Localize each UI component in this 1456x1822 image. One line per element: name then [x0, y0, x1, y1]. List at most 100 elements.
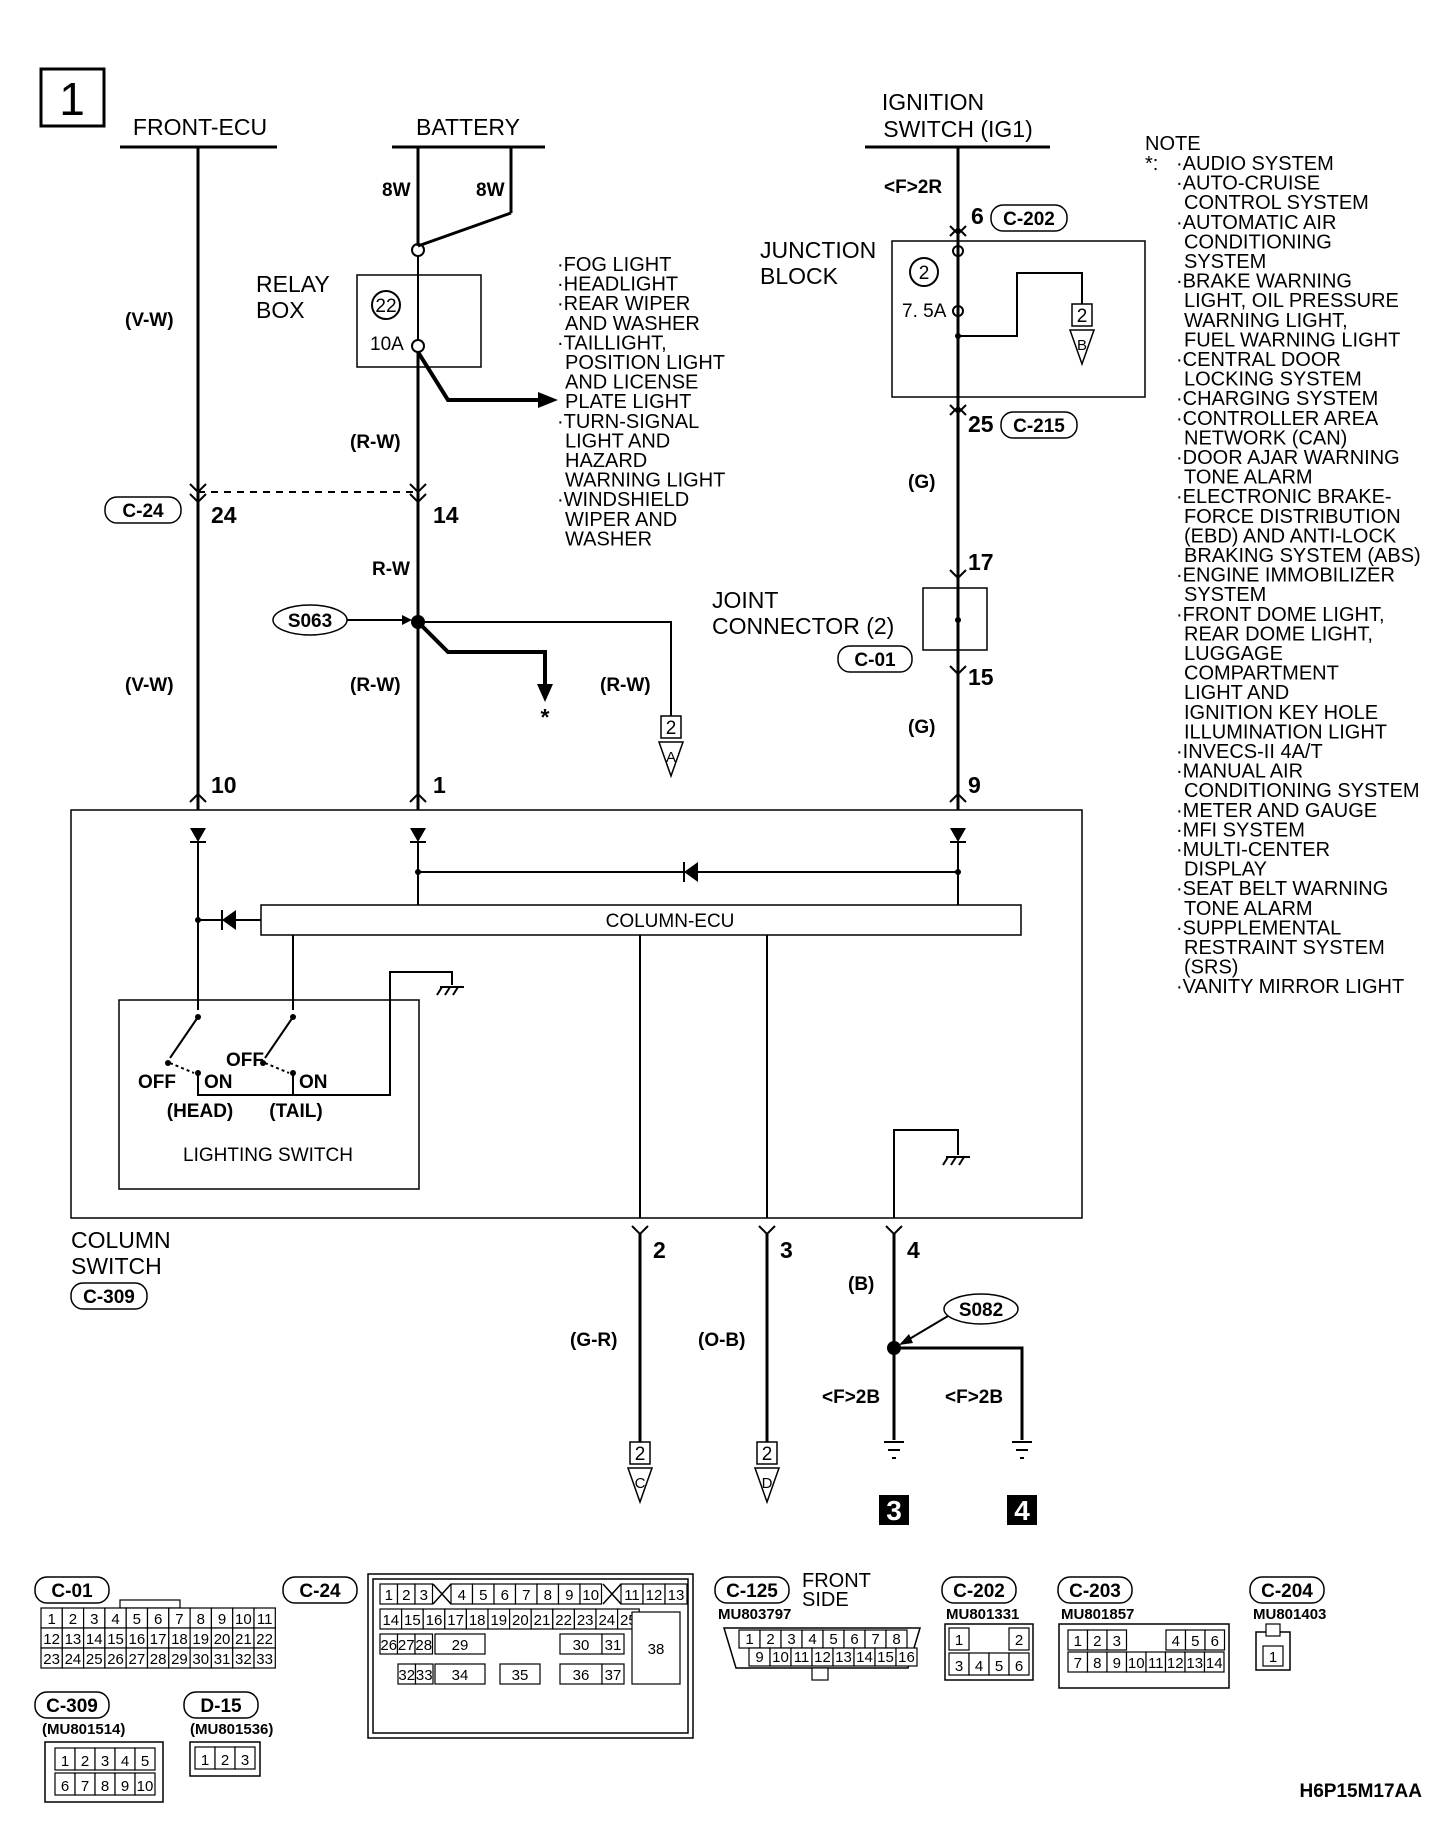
connector-c309-pin — [134, 1772, 156, 1796]
front-ecu-wire-color-lower: (V-W) — [125, 675, 174, 696]
relay-load-line: WASHER — [565, 528, 652, 550]
connector-c125-pin-label: 15 — [877, 1649, 894, 1666]
connector-c202-pin-label: 6 — [1015, 1658, 1023, 1675]
note-item: LIGHT, OIL PRESSURE — [1184, 290, 1399, 312]
connector-c203-pin-label: 2 — [1093, 1633, 1101, 1650]
junction-fuse-bottom-terminal — [952, 305, 964, 317]
connector-c202-pin-label: 3 — [955, 1658, 963, 1675]
note-item: TONE ALARM — [1184, 898, 1313, 920]
note-item: ·MANUAL AIR — [1176, 761, 1303, 783]
connector-c01-pin-label: 20 — [214, 1631, 231, 1648]
connector-c309-pin-label: 1 — [61, 1753, 69, 1770]
note-item: NETWORK (CAN) — [1184, 427, 1347, 449]
junction-fuse-number: 2 — [919, 263, 930, 284]
connector-d15-pin-label: 1 — [201, 1752, 209, 1769]
note-item: (EBD) AND ANTI-LOCK — [1184, 525, 1397, 547]
relay-fuse-number: 22 — [375, 296, 396, 317]
connector-c01-pin-label: 3 — [90, 1611, 98, 1628]
relay-load-line: WIPER AND — [565, 509, 677, 531]
ignition-wire-color: (G) — [908, 472, 935, 493]
note-item: WARNING LIGHT, — [1184, 310, 1348, 332]
tail-on-label: ON — [299, 1072, 328, 1093]
connector-c203-pin-label: 14 — [1206, 1655, 1223, 1672]
connector-c24-pin-label: 9 — [565, 1587, 573, 1604]
connector-c24-pin — [414, 1583, 434, 1605]
connector-c309-pin-label: 7 — [81, 1778, 89, 1795]
battery-wire-color-lower: (R-W) — [350, 675, 401, 696]
note-item: FUEL WARNING LIGHT — [1184, 329, 1400, 351]
connector-c24-pin-label: 6 — [501, 1587, 509, 1604]
relay-load-line: PLATE LIGHT — [565, 391, 691, 413]
connector-c203-pin-label: 3 — [1113, 1633, 1121, 1650]
connector-c309-pin-label: 6 — [61, 1778, 69, 1795]
connector-c01-pin-label: 11 — [257, 1611, 273, 1628]
connector-c309-tag: C-309 — [34, 1691, 110, 1719]
output-3-pin: 3 — [780, 1237, 793, 1263]
note-item: LIGHT AND — [1184, 682, 1289, 704]
connector-c203-pin-label: 5 — [1191, 1633, 1199, 1650]
connector-c203-shell — [1058, 1623, 1230, 1689]
output-2-connector-mark — [631, 1225, 649, 1236]
ground-connector-mark — [885, 1225, 903, 1236]
diode-battery — [410, 828, 426, 843]
connector-c125-pin — [895, 1647, 918, 1667]
connector-c01-pin-label: 10 — [235, 1611, 252, 1628]
connector-c01-pin-label: 13 — [65, 1631, 82, 1648]
note-item: IGNITION KEY HOLE — [1184, 702, 1378, 724]
joint-connector-tag: C-01 — [837, 645, 913, 673]
relay-load-line: ·HEADLIGHT — [557, 274, 678, 296]
connector-c24-pin-label: 23 — [577, 1612, 594, 1629]
svg-text:2: 2 — [635, 1444, 646, 1465]
svg-text:C-309: C-309 — [46, 1696, 98, 1717]
ground-point-4: 4 — [1007, 1495, 1037, 1526]
connector-c203-pin-label: 12 — [1167, 1655, 1184, 1672]
connector-c203-pin — [1203, 1651, 1225, 1673]
connector-c01-pin-label: 15 — [107, 1631, 124, 1648]
connector-c24-pin-label: 8 — [544, 1587, 552, 1604]
lighting-switch-box — [118, 999, 420, 1190]
connector-c24-pin-label: 36 — [573, 1667, 590, 1684]
connector-c24-blank-cross — [432, 1583, 452, 1605]
note-item: SYSTEM — [1184, 251, 1266, 273]
connector-c01-pin — [253, 1647, 276, 1669]
note-item: ·CENTRAL DOOR — [1176, 349, 1341, 371]
head-switch-blade — [169, 1016, 199, 1059]
connector-c24-pin — [414, 1633, 434, 1655]
relay-load-line: WARNING LIGHT — [565, 470, 725, 492]
svg-text:C-125: C-125 — [726, 1581, 778, 1602]
svg-text:2: 2 — [1077, 306, 1088, 327]
note-item: ·AUTOMATIC AIR — [1176, 212, 1336, 234]
connector-c203-pin-label: 8 — [1093, 1655, 1101, 1672]
svg-text:D: D — [762, 1475, 773, 1492]
connector-c125-pin-label: 9 — [755, 1649, 763, 1666]
note-item: ·AUDIO SYSTEM — [1176, 153, 1334, 175]
note-item: ILLUMINATION LIGHT — [1184, 721, 1387, 743]
connector-c24-pin-label: 12 — [646, 1587, 663, 1604]
connector-c01-pin-label: 14 — [86, 1631, 103, 1648]
ignition-column-pin: 9 — [968, 772, 981, 798]
svg-text:B: B — [1077, 337, 1087, 354]
connector-c203-pin-label: 1 — [1074, 1633, 1082, 1650]
note-item: ·SUPPLEMENTAL — [1176, 917, 1341, 939]
connector-c24-pin-label: 21 — [534, 1612, 551, 1629]
note-item: ·METER AND GAUGE — [1176, 800, 1377, 822]
connector-c125-pin-label: 8 — [892, 1631, 900, 1648]
relay-load-line: AND WASHER — [565, 313, 700, 335]
head-off-label: OFF — [138, 1072, 176, 1093]
connector-c203-pin-label: 4 — [1172, 1633, 1180, 1650]
page-number-box — [39, 67, 106, 128]
column-ground-wire — [893, 1129, 959, 1218]
connector-c24-pin — [499, 1663, 541, 1685]
note-item: ·BRAKE WARNING — [1176, 271, 1352, 293]
connector-c24-pin-label: 3 — [420, 1587, 428, 1604]
connector-c202-pin-label: 4 — [975, 1658, 983, 1675]
connector-c01-pin-label: 24 — [65, 1651, 82, 1668]
output-3-connector-mark — [758, 1225, 776, 1236]
joint-connector-label-line2: CONNECTOR (2) — [712, 613, 894, 639]
connector-c202-pin — [948, 1627, 970, 1651]
connector-c24-pin-label: 27 — [398, 1637, 415, 1654]
connector-c24-pin-label: 34 — [452, 1667, 469, 1684]
connector-c203-pin-label: 10 — [1128, 1655, 1145, 1672]
ignition-pin-in: 6 — [971, 203, 984, 229]
